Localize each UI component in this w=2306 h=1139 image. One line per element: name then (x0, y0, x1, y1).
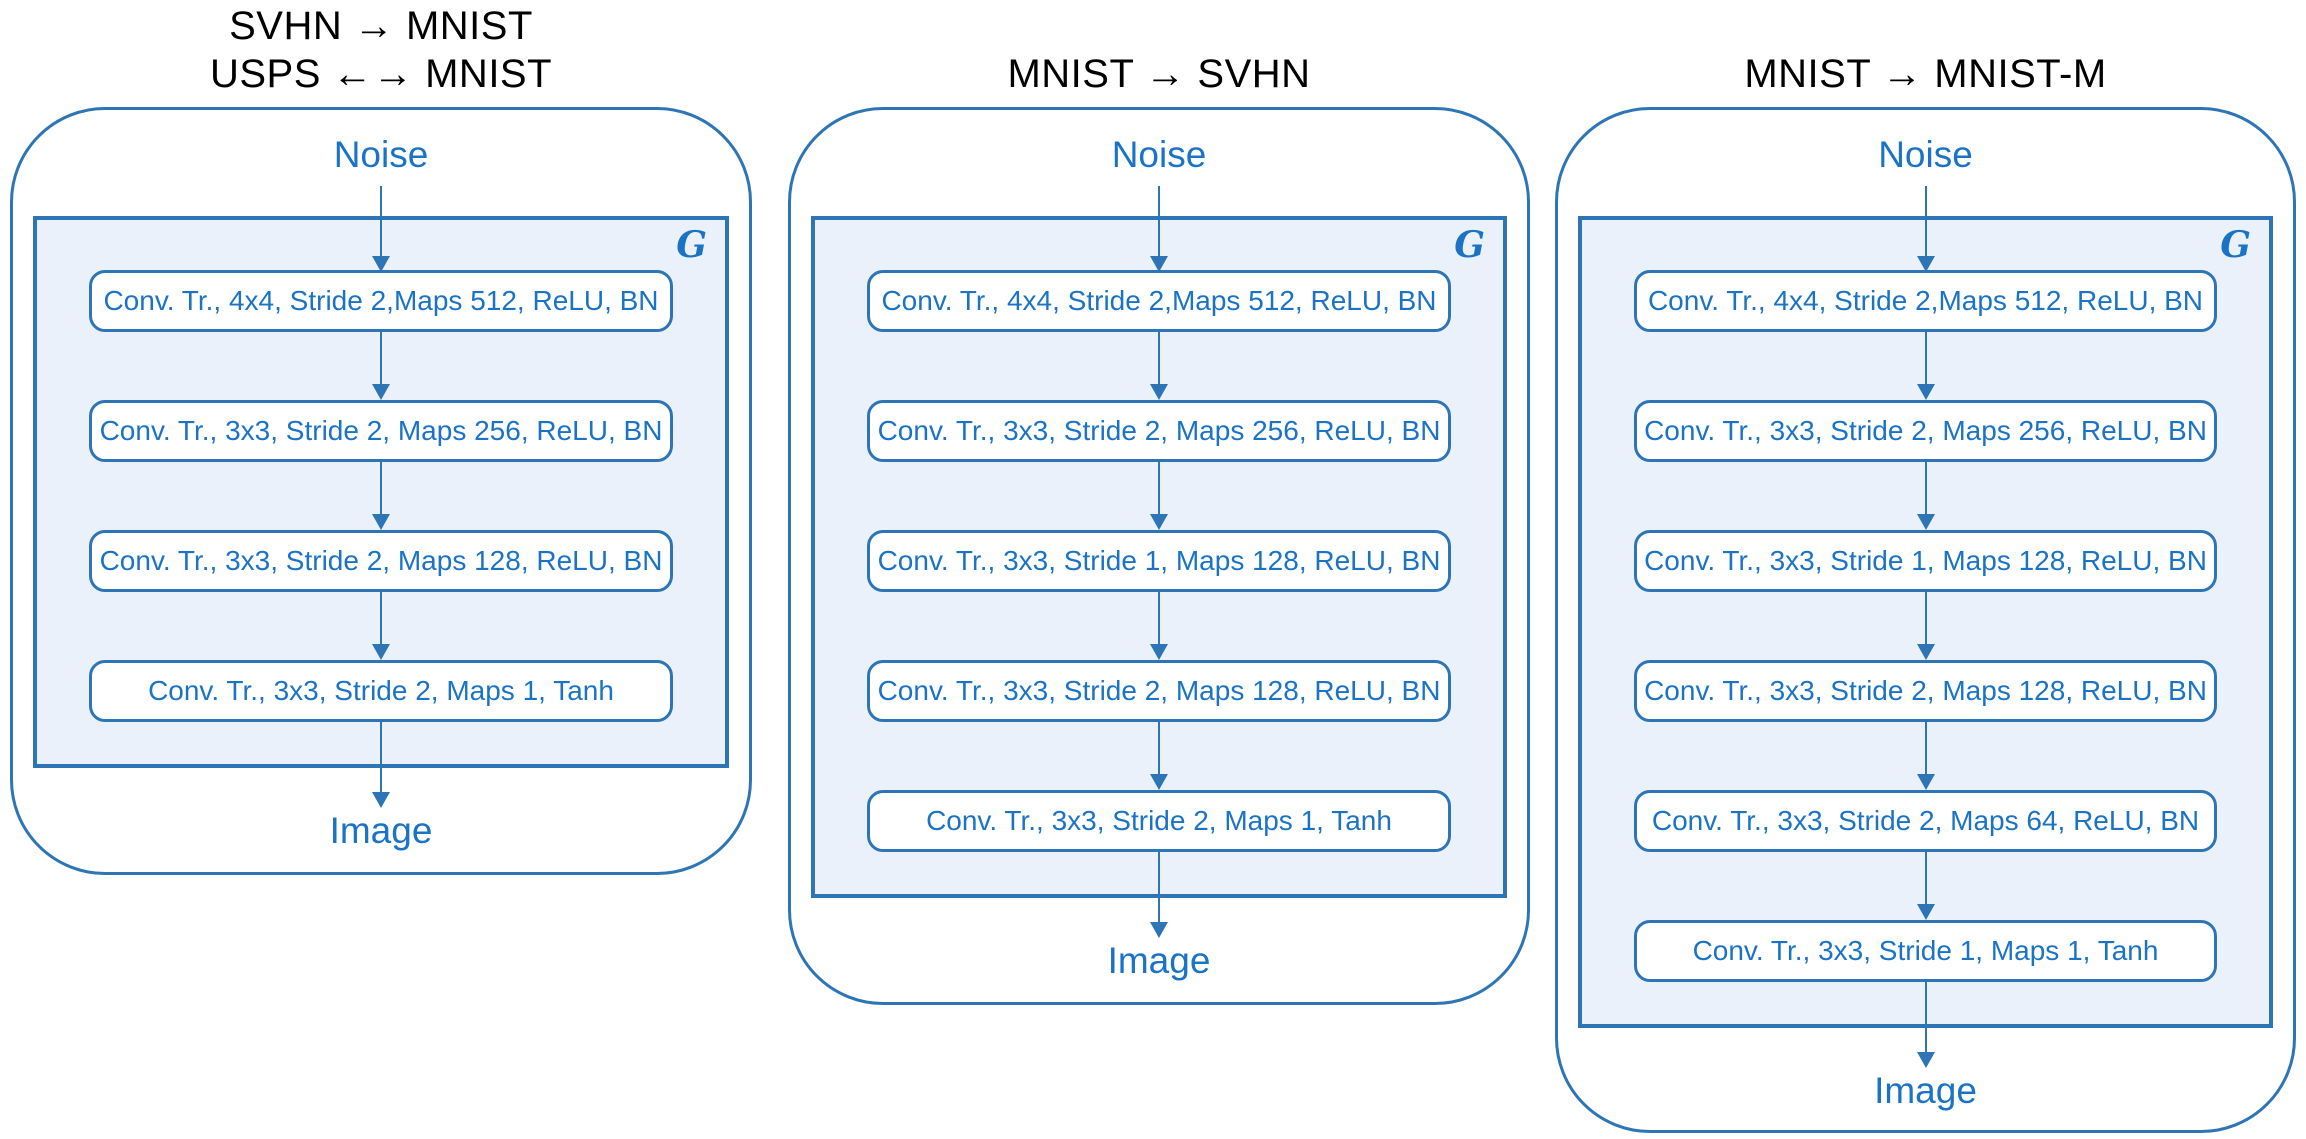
down-arrow-icon (1150, 722, 1168, 790)
conv-layer-box: Conv. Tr., 3x3, Stride 1, Maps 1, Tanh (1634, 920, 2217, 982)
down-arrow-icon (1150, 462, 1168, 530)
generator-pipeline-box: Noise G Conv. Tr., 4x4, Stride 2,Maps 51… (10, 107, 752, 875)
generator-box: G Conv. Tr., 4x4, Stride 2,Maps 512, ReL… (811, 216, 1507, 898)
down-arrow-icon (1916, 462, 1935, 530)
down-arrow-icon (1916, 852, 1935, 920)
conv-layer-box: Conv. Tr., 3x3, Stride 2, Maps 256, ReLU… (89, 400, 673, 462)
generator-symbol: G (676, 224, 707, 266)
conv-layer-box: Conv. Tr., 3x3, Stride 2, Maps 128, ReLU… (867, 660, 1451, 722)
down-arrow-icon (1150, 852, 1168, 938)
layer-stack: Conv. Tr., 4x4, Stride 2,Maps 512, ReLU,… (1634, 270, 2217, 982)
conv-layer-box: Conv. Tr., 3x3, Stride 2, Maps 1, Tanh (867, 790, 1451, 852)
down-arrow-icon (372, 332, 390, 400)
conv-layer-box: Conv. Tr., 4x4, Stride 2,Maps 512, ReLU,… (867, 270, 1451, 332)
noise-label: Noise (333, 134, 429, 175)
conv-layer-box: Conv. Tr., 3x3, Stride 1, Maps 128, ReLU… (867, 530, 1451, 592)
down-arrow-icon (372, 462, 390, 530)
conv-layer-box: Conv. Tr., 3x3, Stride 1, Maps 128, ReLU… (1634, 530, 2217, 592)
panel-title: MNIST → MNIST-M (1555, 0, 2296, 98)
panel-title-line: MNIST → SVHN (1007, 52, 1311, 96)
conv-layer-box: Conv. Tr., 3x3, Stride 2, Maps 128, ReLU… (89, 530, 673, 592)
down-arrow-icon (1916, 982, 1935, 1068)
down-arrow-icon (1150, 332, 1168, 400)
conv-layer-box: Conv. Tr., 4x4, Stride 2,Maps 512, ReLU,… (1634, 270, 2217, 332)
generator-symbol: G (2220, 224, 2251, 266)
generator-symbol: G (1454, 224, 1485, 266)
down-arrow-icon (1916, 186, 1935, 272)
down-arrow-icon (1150, 592, 1168, 660)
image-label: Image (329, 810, 433, 851)
image-label: Image (1874, 1070, 1977, 1111)
panel-title: SVHN → MNIST USPS ←→ MNIST (10, 0, 752, 98)
panel-title-line: USPS ←→ MNIST (209, 52, 553, 96)
down-arrow-icon (1916, 722, 1935, 790)
layer-stack: Conv. Tr., 4x4, Stride 2,Maps 512, ReLU,… (89, 270, 673, 722)
conv-layer-box: Conv. Tr., 4x4, Stride 2,Maps 512, ReLU,… (89, 270, 673, 332)
conv-layer-box: Conv. Tr., 3x3, Stride 2, Maps 64, ReLU,… (1634, 790, 2217, 852)
layer-stack: Conv. Tr., 4x4, Stride 2,Maps 512, ReLU,… (867, 270, 1451, 852)
generator-box: G Conv. Tr., 4x4, Stride 2,Maps 512, ReL… (33, 216, 729, 768)
conv-layer-box: Conv. Tr., 3x3, Stride 2, Maps 128, ReLU… (1634, 660, 2217, 722)
panel-title-line: MNIST → MNIST-M (1744, 52, 2107, 96)
down-arrow-icon (1916, 332, 1935, 400)
down-arrow-icon (372, 186, 390, 272)
down-arrow-icon (1916, 592, 1935, 660)
generator-pipeline-box: Noise G Conv. Tr., 4x4, Stride 2,Maps 51… (1555, 107, 2296, 1133)
down-arrow-icon (1150, 186, 1168, 272)
noise-label: Noise (1111, 134, 1207, 175)
conv-layer-box: Conv. Tr., 3x3, Stride 2, Maps 256, ReLU… (1634, 400, 2217, 462)
image-label: Image (1107, 940, 1211, 981)
generator-pipeline-box: Noise G Conv. Tr., 4x4, Stride 2,Maps 51… (788, 107, 1530, 1005)
down-arrow-icon (372, 592, 390, 660)
panel-title-line: SVHN → MNIST (229, 4, 533, 48)
conv-layer-box: Conv. Tr., 3x3, Stride 2, Maps 1, Tanh (89, 660, 673, 722)
down-arrow-icon (372, 722, 390, 808)
panel-title: MNIST → SVHN (788, 0, 1530, 98)
generator-box: G Conv. Tr., 4x4, Stride 2,Maps 512, ReL… (1578, 216, 2273, 1028)
conv-layer-box: Conv. Tr., 3x3, Stride 2, Maps 256, ReLU… (867, 400, 1451, 462)
noise-label: Noise (1878, 134, 1973, 175)
